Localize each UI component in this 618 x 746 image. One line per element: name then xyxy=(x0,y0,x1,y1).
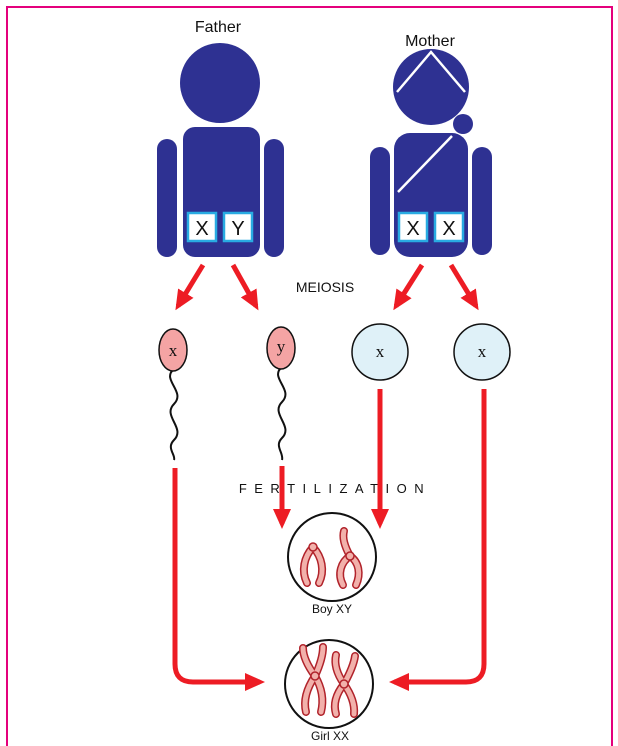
mother-head xyxy=(393,49,469,125)
mother-headscarf-line xyxy=(396,50,466,93)
boy-zygote-cell xyxy=(287,512,377,602)
arrow-sperm-x-to-girl xyxy=(172,468,265,691)
father-chromosome-2: Y xyxy=(231,218,244,240)
sperm-y-tail xyxy=(277,367,287,461)
egg-2-cell xyxy=(453,323,511,381)
father-label: Father xyxy=(195,19,242,36)
father-chromosome-1: X xyxy=(195,218,208,240)
fertilization-arrows xyxy=(172,389,487,691)
father-figure: X Y xyxy=(157,43,284,257)
sperm-y: y xyxy=(266,326,296,461)
sperm-x-head xyxy=(158,328,188,372)
egg-1: x xyxy=(351,323,409,381)
mother-right-arm xyxy=(472,147,492,255)
sperm-x-label: x xyxy=(169,341,178,360)
arrow-egg-2-to-girl xyxy=(389,389,487,691)
meiosis-arrow-mother-x2 xyxy=(448,263,479,311)
egg-1-label: x xyxy=(376,342,385,361)
boy-label: Boy XY xyxy=(312,602,352,616)
meiosis-label: MEIOSIS xyxy=(296,279,354,295)
boy-zygote xyxy=(287,512,377,602)
meiosis-arrows xyxy=(175,263,479,311)
mother-left-arm xyxy=(370,147,390,255)
girl-zygote xyxy=(284,639,374,729)
father-chromosome-box-1 xyxy=(186,211,218,243)
egg-2-label: x xyxy=(478,342,487,361)
mother-hair-bun xyxy=(453,114,473,134)
meiosis-arrow-father-x xyxy=(175,263,206,311)
mother-chromosome-box-1 xyxy=(397,211,429,243)
sperm-x-tail xyxy=(169,369,179,461)
mother-chromosome-box-2 xyxy=(433,211,465,243)
father-left-arm xyxy=(157,139,177,257)
mother-chromosome-1: X xyxy=(406,218,419,240)
meiosis-arrow-mother-x1 xyxy=(393,263,425,311)
mother-chromosome-2: X xyxy=(442,218,455,240)
fertilization-label: FERTILIZATION xyxy=(239,481,431,496)
sperm-y-head xyxy=(266,326,296,370)
boy-chromosomes xyxy=(299,527,363,589)
egg-1-cell xyxy=(351,323,409,381)
meiosis-arrow-father-y xyxy=(230,263,259,311)
mother-figure: X X xyxy=(370,49,492,257)
girl-chromosomes xyxy=(299,643,359,718)
sperm-x: x xyxy=(158,328,188,461)
egg-2: x xyxy=(453,323,511,381)
father-right-arm xyxy=(264,139,284,257)
father-head xyxy=(180,43,260,123)
sperm-y-label: y xyxy=(277,337,286,356)
father-chromosome-box-2 xyxy=(222,211,254,243)
girl-label: Girl XX xyxy=(311,729,349,743)
girl-zygote-cell xyxy=(284,639,374,729)
mother-sash-line xyxy=(397,135,453,193)
mother-label: Mother xyxy=(405,33,455,50)
frame-border xyxy=(6,6,613,746)
